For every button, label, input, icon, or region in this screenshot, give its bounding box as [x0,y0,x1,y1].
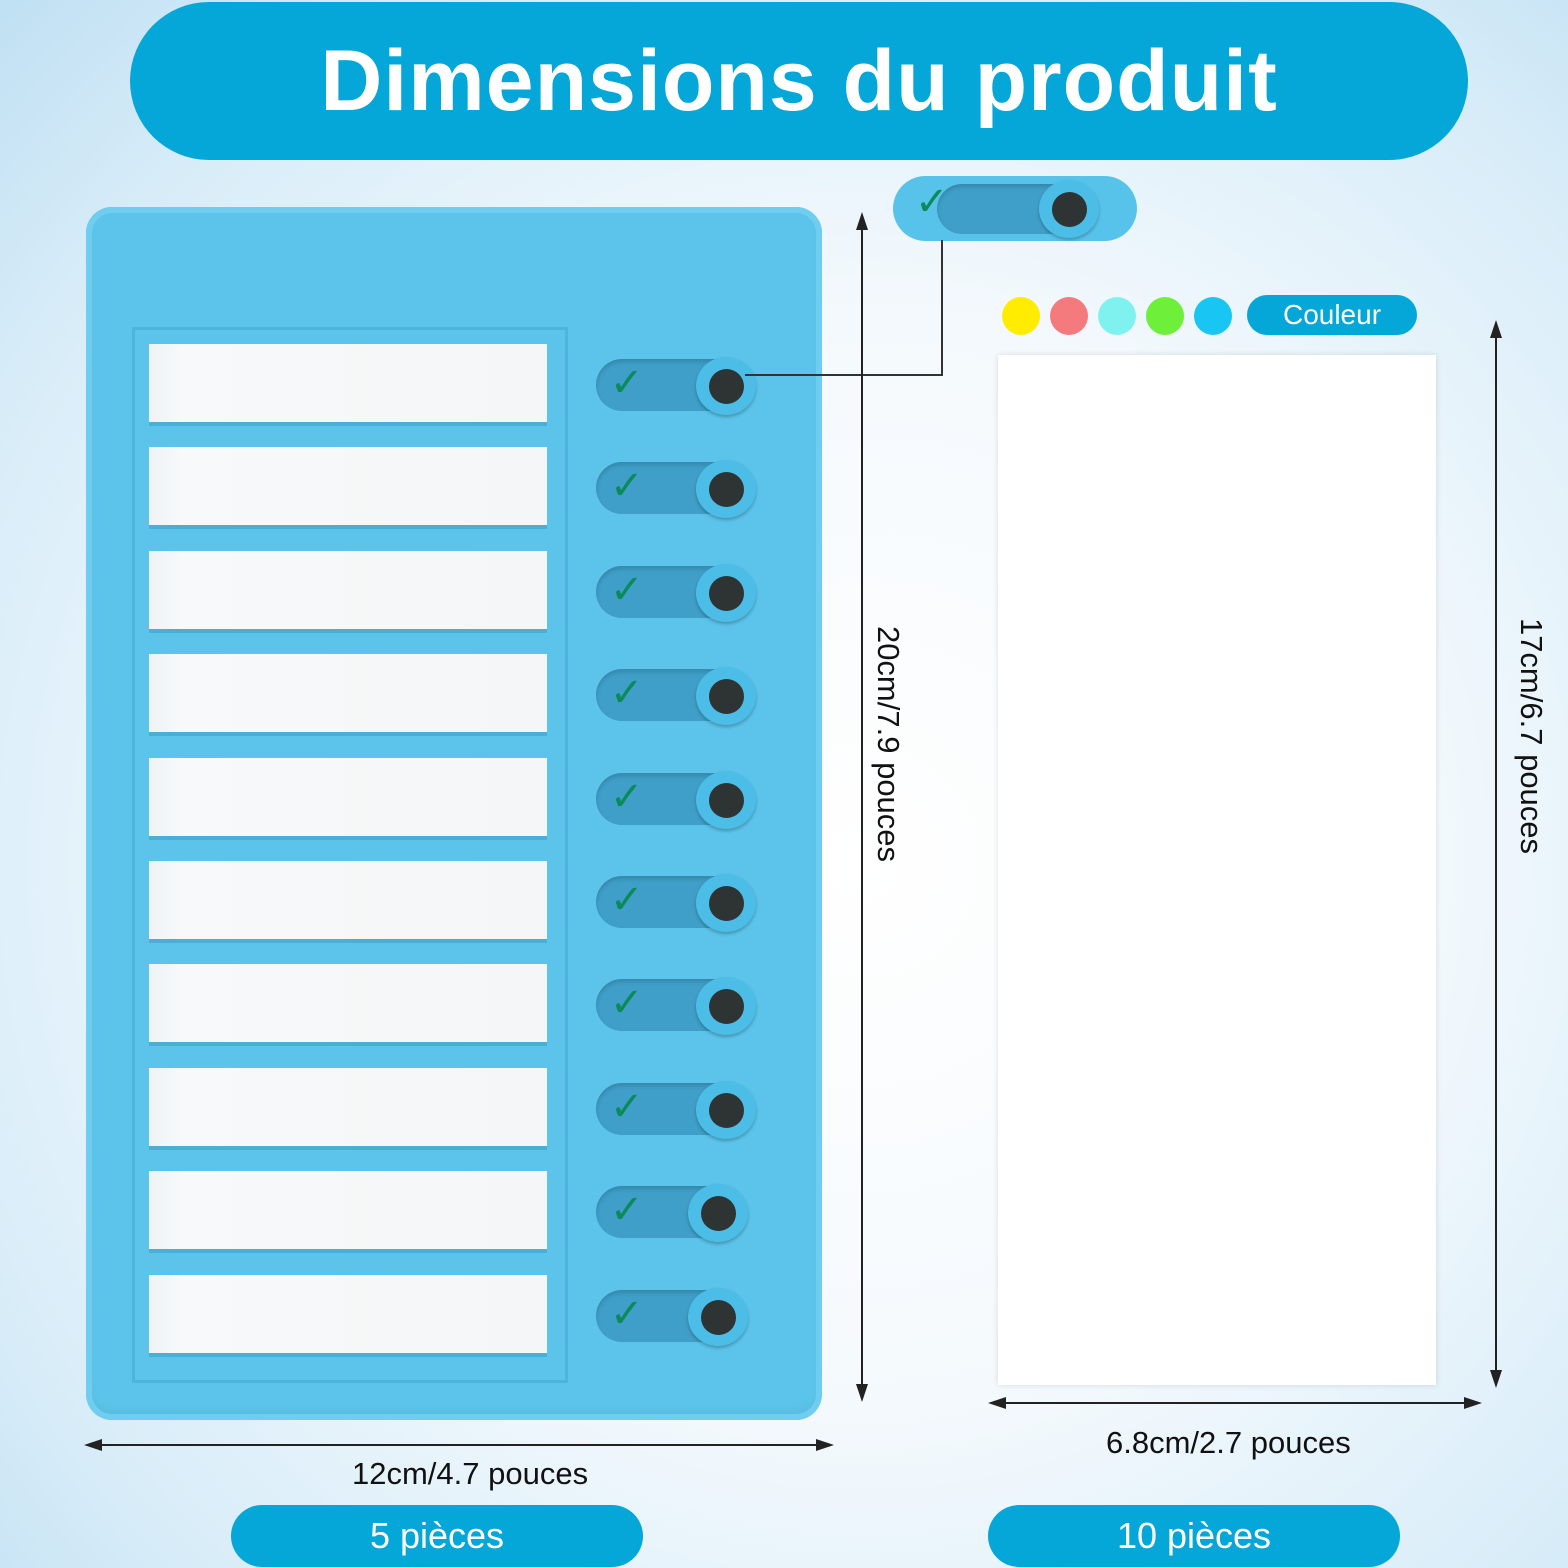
paper-slot [149,1171,547,1254]
slider-knob[interactable] [696,667,756,726]
leader-line [745,374,943,376]
board-height-line [861,228,863,1396]
leader-line [941,240,943,376]
page-title: Dimensions du produit [320,32,1278,129]
checklist-slider[interactable]: ✓ [596,460,760,520]
checklist-slider[interactable]: ✓ [596,563,760,624]
slider-knob[interactable] [696,563,756,622]
arrow-right-icon [1464,1397,1482,1409]
paper-height-label: 17cm/6.7 pouces [1514,617,1549,855]
slider-knob [1039,180,1099,238]
paper-quantity-label: 10 pièces [1116,1515,1272,1556]
arrow-down-icon [1490,1370,1502,1388]
board-quantity-badge: 5 pièces [231,1505,643,1567]
paper-slot [149,861,547,943]
color-swatch [1194,297,1232,335]
paper-slot [149,757,547,840]
color-swatch [1146,297,1184,335]
checklist-slider[interactable]: ✓ [596,1184,760,1244]
paper-insert [998,355,1436,1385]
board-width-line [100,1444,818,1446]
paper-slot [149,964,547,1047]
color-label: Couleur [1247,295,1417,335]
slider-knob[interactable] [688,1184,748,1243]
checkmark-icon: ✓ [610,1187,644,1234]
arrow-up-icon [856,212,868,230]
checkmark-icon: ✓ [610,463,644,510]
paper-slot [149,1274,547,1357]
paper-slot [149,654,547,737]
title-banner: Dimensions du produit [130,2,1468,160]
paper-quantity-badge: 10 pièces [988,1505,1400,1567]
paper-width-line [1004,1402,1466,1404]
paper-slot [149,344,547,426]
board-slot-frame [132,327,568,1383]
paper-slot [149,1067,547,1150]
slider-knob[interactable] [696,770,756,829]
checklist-slider[interactable]: ✓ [596,770,760,831]
checklist-slider[interactable]: ✓ [596,1287,760,1348]
checklist-board: ✓ ✓ ✓ ✓ ✓ ✓ ✓ ✓ ✓ ✓ [86,207,822,1420]
slider-knob[interactable] [696,977,756,1036]
checklist-slider[interactable]: ✓ [596,357,760,417]
slider-knob[interactable] [696,1080,756,1139]
slider-knob[interactable] [696,460,756,519]
color-swatch [1002,297,1040,335]
paper-height-line [1495,335,1497,1375]
checkmark-icon: ✓ [610,1083,644,1130]
checkmark-icon: ✓ [915,179,949,225]
checkmark-icon: ✓ [610,670,644,717]
paper-slot [149,447,547,530]
board-quantity-label: 5 pièces [369,1515,505,1556]
checklist-slider[interactable]: ✓ [596,667,760,727]
slider-detail: ✓ [893,176,1137,241]
board-width-label: 12cm/4.7 pouces [352,1456,589,1491]
arrow-up-icon [1490,320,1502,338]
checkmark-icon: ✓ [610,980,644,1027]
slider-knob[interactable] [696,357,756,415]
checkmark-icon: ✓ [610,877,644,923]
checkmark-icon: ✓ [610,360,644,406]
color-swatch [1050,297,1088,335]
paper-slot [149,550,547,633]
color-swatch [1098,297,1136,335]
checklist-slider[interactable]: ✓ [596,1080,760,1141]
board-height-label: 20cm/7.9 pouces [871,625,906,863]
arrow-left-icon [988,1397,1006,1409]
checkmark-icon: ✓ [610,566,644,613]
checkmark-icon: ✓ [610,773,644,820]
slider-knob[interactable] [696,874,756,932]
checklist-slider[interactable]: ✓ [596,874,760,934]
paper-width-label: 6.8cm/2.7 pouces [1106,1425,1351,1460]
arrow-left-icon [84,1439,102,1451]
slider-knob[interactable] [688,1287,748,1346]
checkmark-icon: ✓ [610,1290,644,1337]
checklist-slider[interactable]: ✓ [596,977,760,1037]
arrow-right-icon [816,1439,834,1451]
arrow-down-icon [856,1384,868,1402]
